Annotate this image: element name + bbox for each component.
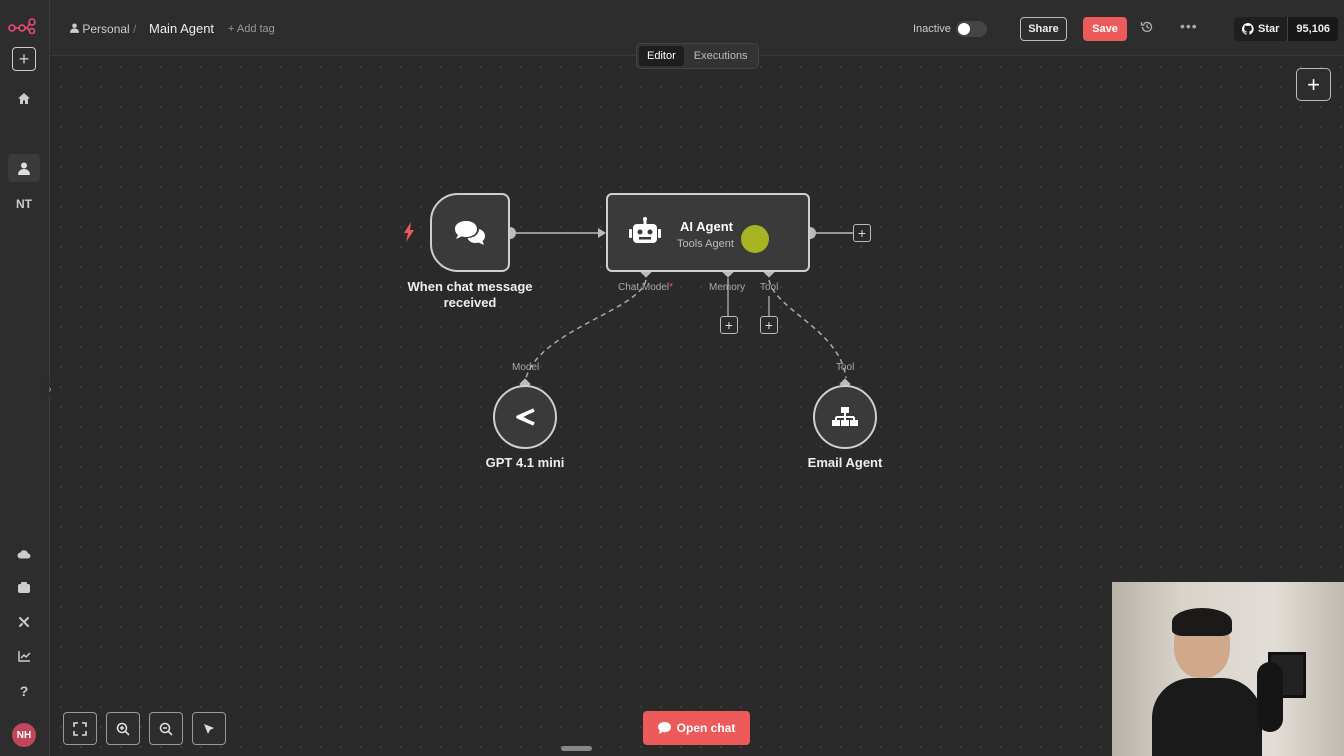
active-toggle[interactable] [956, 21, 987, 37]
more-options-icon[interactable]: ••• [1180, 18, 1198, 34]
email-agent-label: Email Agent [807, 455, 883, 470]
chat-icon [657, 722, 671, 734]
add-tool-button[interactable]: + [760, 316, 778, 334]
project-initials[interactable]: NT [16, 197, 32, 211]
tab-executions[interactable]: Executions [693, 50, 748, 62]
github-icon [1242, 23, 1254, 35]
node-gpt[interactable] [493, 385, 557, 449]
save-button[interactable]: Save [1083, 17, 1127, 41]
user-icon[interactable] [8, 154, 40, 182]
github-star-label: Star [1258, 23, 1280, 35]
github-star-count: 95,106 [1288, 17, 1339, 41]
breadcrumb-project-label: Personal [82, 22, 130, 36]
openai-icon [516, 408, 535, 426]
tidy-up-button[interactable] [192, 712, 226, 745]
breadcrumb-separator: / [133, 22, 137, 36]
home-icon[interactable] [9, 84, 39, 112]
open-chat-label: Open chat [676, 721, 736, 735]
trigger-bolt-icon [403, 222, 415, 247]
view-tabs: Editor Executions [636, 43, 759, 69]
port-chat-model: Chat Model* [618, 282, 673, 293]
zoom-out-button[interactable] [149, 712, 183, 745]
port-tool: Tool [760, 282, 779, 293]
gpt-label: GPT 4.1 mini [485, 455, 565, 470]
history-icon[interactable] [1140, 20, 1154, 37]
add-memory-button[interactable]: + [720, 316, 738, 334]
insights-icon[interactable] [9, 642, 39, 670]
github-star-button[interactable]: Star [1234, 17, 1289, 41]
chat-trigger-label: When chat message received [407, 279, 533, 310]
mouse-cursor-highlight [741, 225, 769, 253]
github-star-widget[interactable]: Star 95,106 [1234, 17, 1339, 41]
port-chat-model-label: Chat Model [618, 282, 670, 293]
sitemap-icon [832, 407, 858, 426]
webcam-presenter [1152, 608, 1262, 756]
presenter-hair [1172, 608, 1232, 636]
fit-view-button[interactable] [63, 712, 97, 745]
open-chat-button[interactable]: Open chat [643, 711, 750, 745]
sidebar: + NT ? NH › [0, 0, 57, 756]
port-model-in: Model [512, 362, 540, 373]
create-button[interactable]: + [12, 47, 36, 71]
person-icon [70, 23, 79, 33]
cursor-icon [204, 723, 214, 734]
chat-bubbles-icon [455, 220, 485, 245]
fullscreen-icon [73, 721, 87, 736]
toggle-knob [958, 23, 970, 35]
node-ai-agent[interactable]: AI Agent Tools Agent [606, 193, 810, 272]
zoom-out-icon [159, 722, 173, 736]
presenter-body [1152, 678, 1262, 756]
microphone [1257, 662, 1283, 732]
n8n-logo-icon[interactable] [8, 12, 38, 40]
port-tool-in: Tool [836, 362, 855, 373]
help-icon[interactable]: ? [19, 683, 29, 699]
workflow-name[interactable]: Main Agent [149, 21, 215, 36]
webcam-overlay [1112, 582, 1344, 756]
add-node-button[interactable]: + [1296, 68, 1331, 101]
node-chat-trigger[interactable] [430, 193, 510, 272]
port-memory: Memory [709, 282, 746, 293]
variables-icon[interactable] [9, 608, 39, 636]
robot-icon [628, 217, 662, 252]
add-tag-button[interactable]: + Add tag [228, 23, 275, 35]
share-button[interactable]: Share [1020, 17, 1067, 41]
breadcrumb-project[interactable]: Personal [70, 22, 130, 36]
templates-icon[interactable] [9, 574, 39, 602]
zoom-in-button[interactable] [106, 712, 140, 745]
active-status-label: Inactive [913, 23, 951, 35]
cloud-icon[interactable] [9, 540, 39, 568]
ai-agent-title: AI Agent [680, 219, 733, 234]
chat-panel-handle[interactable] [561, 746, 592, 751]
ai-agent-subtitle: Tools Agent [677, 238, 734, 250]
avatar[interactable]: NH [12, 723, 36, 747]
add-next-node-button[interactable]: + [853, 224, 871, 242]
tab-editor[interactable]: Editor [639, 46, 684, 66]
zoom-in-icon [116, 722, 130, 736]
required-mark: * [669, 282, 674, 293]
node-email-agent[interactable] [813, 385, 877, 449]
